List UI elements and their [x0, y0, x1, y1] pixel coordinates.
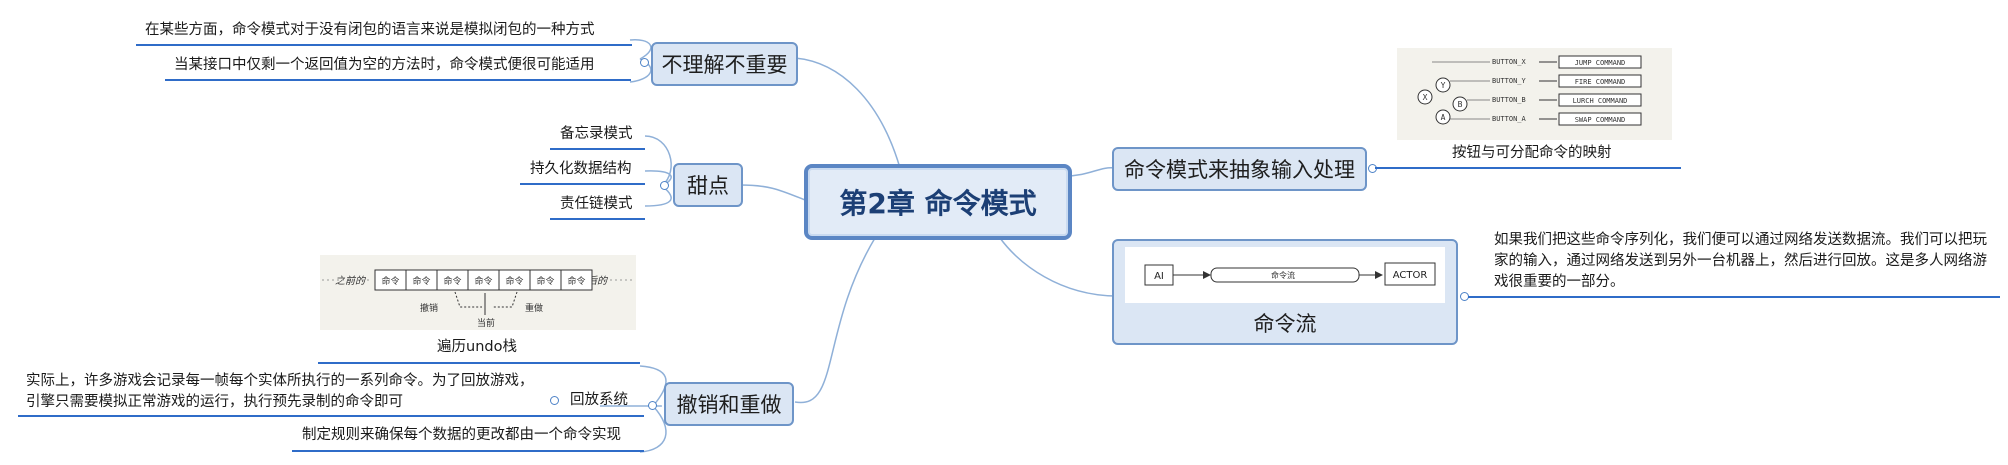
subtopic-closure-note: 在某些方面，命令模式对于没有闭包的语言来说是模拟闭包的一种方式 [145, 22, 595, 38]
label-actor: ACTOR [1393, 270, 1428, 281]
collapse-knob[interactable] [648, 401, 657, 410]
subtopic-replay-system: 回放系统 [570, 392, 628, 408]
button-mapping-sketch: BUTTON_X JUMP COMMAND BUTTON_Y FIRE COMMAND… [1417, 55, 1642, 126]
collapse-knob[interactable] [640, 58, 649, 67]
undo-cell-label: 命令 [536, 275, 554, 287]
central-topic[interactable]: 第2章 命令模式 [804, 164, 1072, 240]
topic-sweet-label: 甜点 [687, 174, 729, 198]
button-label: BUTTON_X [1492, 58, 1527, 66]
topic-sweet[interactable]: 甜点 [673, 163, 743, 207]
topic-command-stream-label: 命令流 [1253, 312, 1317, 336]
button-mapping-caption: 按钮与可分配命令的映射 [1452, 145, 1612, 161]
collapse-knob[interactable] [660, 181, 669, 190]
topic-input-handling[interactable]: 命令模式来抽象输入处理 [1112, 147, 1367, 191]
topic-not-important-label: 不理解不重要 [661, 53, 788, 77]
command-box [1558, 74, 1642, 88]
undo-cell-label: 命令 [381, 275, 399, 287]
button-label: BUTTON_Y [1492, 77, 1527, 85]
key-y: Y [1441, 81, 1446, 90]
command-box [1558, 55, 1642, 69]
command-stream-image: AI 命令流 ACTOR [1125, 247, 1445, 303]
underline [550, 218, 645, 220]
key-b: B [1458, 100, 1463, 109]
label-undo: 撤销 [420, 302, 438, 314]
undo-cell-label: 命令 [567, 275, 585, 287]
topic-undo-redo[interactable]: 撤销和重做 [664, 382, 794, 426]
subtopic-void-method-note: 当某接口中仅剩一个返回值为空的方法时，命令模式便很可能适用 [174, 57, 595, 73]
underline [18, 415, 603, 417]
underline [558, 415, 644, 417]
command-label: LURCH COMMAND [1573, 97, 1628, 105]
label-pipe: 命令流 [1271, 270, 1295, 280]
subtopic-chain-of-responsibility: 责任链模式 [560, 196, 633, 212]
topic-undo-redo-label: 撤销和重做 [676, 393, 782, 417]
command-label: FIRE COMMAND [1575, 78, 1626, 86]
undo-cell-label: 命令 [412, 275, 430, 287]
subtopic-command-rule: 制定规则来确保每个数据的更改都由一个命令实现 [302, 427, 621, 443]
central-topic-label: 第2章 命令模式 [839, 187, 1037, 220]
underline [318, 362, 640, 364]
key-x: X [1423, 93, 1428, 102]
collapse-knob[interactable] [550, 396, 559, 405]
underline [292, 450, 644, 452]
label-redo: 重做 [525, 302, 543, 314]
subtopic-persistent-data: 持久化数据结构 [530, 161, 632, 177]
underline [520, 183, 645, 185]
command-stream-sketch: AI 命令流 ACTOR [1144, 262, 1436, 286]
underline [1468, 296, 2000, 298]
command-label: SWAP COMMAND [1575, 116, 1626, 124]
undo-cell-label: 命令 [474, 275, 492, 287]
command-stream-note: 如果我们把这些命令序列化，我们便可以通过网络发送数据流。我们可以把玩家的输入，通… [1494, 232, 1987, 290]
topic-input-handling-label: 命令模式来抽象输入处理 [1124, 158, 1355, 182]
underline [165, 79, 631, 81]
label-before: 之前的 [335, 275, 366, 287]
label-current: 当前 [477, 317, 495, 329]
underline [136, 44, 632, 46]
undo-cell-label: 命令 [505, 275, 523, 287]
topic-not-important[interactable]: 不理解不重要 [651, 42, 798, 86]
button-label: BUTTON_B [1492, 96, 1526, 104]
undo-cell [560, 269, 593, 291]
underline [1375, 167, 1681, 169]
command-box [1558, 93, 1642, 107]
undo-image-caption: 遍历undo栈 [437, 339, 517, 355]
replay-description: 实际上，许多游戏会记录每一帧每个实体所执行的一系列命令。为了回放游戏，引擎只需要… [26, 373, 534, 410]
topic-command-stream[interactable]: AI 命令流 ACTOR 命令流 [1112, 239, 1458, 345]
subtopic-memento: 备忘录模式 [560, 126, 633, 142]
button-label: BUTTON_A [1492, 115, 1527, 123]
button-mapping-image: BUTTON_X JUMP COMMAND BUTTON_Y FIRE COMMAND… [1397, 48, 1672, 140]
label-ai: AI [1154, 271, 1164, 282]
undo-cell-label: 命令 [443, 275, 461, 287]
underline [550, 148, 645, 150]
command-box [1558, 112, 1642, 126]
command-label: JUMP COMMAND [1575, 59, 1626, 67]
key-a: A [1441, 113, 1446, 122]
